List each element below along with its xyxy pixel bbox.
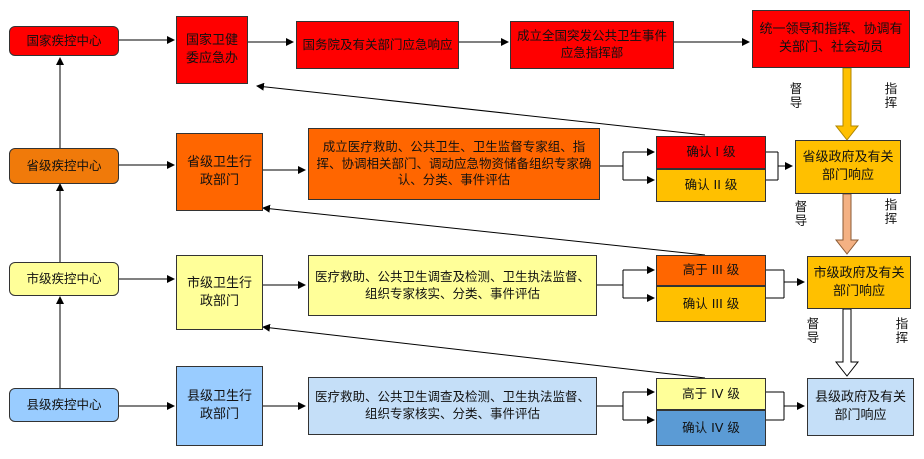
municipal-actions-box: 医疗救助、公共卫生调查及检测、卫生执法监督、组织专家核实、分类、事件评估 (308, 255, 597, 316)
county-health-dept-box: 县级卫生行政部门 (176, 366, 263, 446)
supervise-label-2: 督导 (794, 199, 808, 228)
municipal-health-dept-box: 市级卫生行政部门 (176, 255, 263, 330)
national-cdc-box: 国家疾控中心 (9, 26, 119, 56)
municipal-cdc-label: 市级疾控中心 (26, 270, 102, 286)
confirm-level-4-label: 确认 IV 级 (682, 419, 740, 435)
confirm-level-3-label: 确认 III 级 (682, 295, 740, 311)
municipal-cdc-box: 市级疾控中心 (9, 262, 119, 296)
above-level-4-label: 高于 IV 级 (682, 385, 740, 401)
national-health-commission-box: 国家卫健委应急办 (176, 16, 248, 84)
confirm-level-1-label: 确认 I 级 (686, 144, 736, 160)
direct-label-2: 指挥 (884, 197, 898, 226)
municipal-government-box: 市级政府及有关部门响应 (807, 256, 911, 309)
confirm-level-4-box: 确认 IV 级 (656, 410, 766, 446)
county-health-dept-label: 县级卫生行政部门 (186, 389, 252, 422)
supervise-label-1: 督导 (789, 81, 803, 110)
provincial-government-label: 省级政府及有关部门响应 (802, 150, 894, 183)
state-council-response-box: 国务院及有关部门应急响应 (296, 21, 459, 69)
provincial-actions-label: 成立医疗救助、公共卫生、卫生监督专家组、指挥、协调相关部门、调动应急物资储备组织… (316, 138, 592, 188)
national-command-box: 成立全国突发公共卫生事件应急指挥部 (510, 21, 674, 69)
direct-label-3: 指挥 (895, 316, 909, 345)
confirm-level-2-label: 确认 II 级 (684, 177, 738, 193)
municipal-actions-label: 医疗救助、公共卫生调查及检测、卫生执法监督、组织专家核实、分类、事件评估 (314, 268, 590, 301)
provincial-actions-box: 成立医疗救助、公共卫生、卫生监督专家组、指挥、协调相关部门、调动应急物资储备组织… (308, 128, 600, 200)
national-command-label: 成立全国突发公共卫生事件应急指挥部 (516, 28, 667, 60)
above-level-3-label: 高于 III 级 (682, 262, 740, 278)
direct-label-1: 指挥 (884, 81, 898, 110)
county-cdc-label: 县级疾控中心 (26, 396, 102, 412)
county-government-box: 县级政府及有关部门响应 (807, 378, 914, 436)
national-cdc-label: 国家疾控中心 (26, 32, 102, 48)
above-level-3-box: 高于 III 级 (656, 255, 766, 286)
confirm-level-2-box: 确认 II 级 (656, 169, 766, 202)
provincial-health-dept-label: 省级卫生行政部门 (186, 155, 252, 188)
unified-leadership-box: 统一领导和指挥、协调有关部门、社会动员 (752, 10, 910, 68)
county-actions-label: 医疗救助、公共卫生调查及检测、卫生执法监督、组织专家核实、分类、事件评估 (314, 389, 590, 421)
municipal-health-dept-label: 市级卫生行政部门 (186, 275, 252, 309)
unified-leadership-label: 统一领导和指挥、协调有关部门、社会动员 (759, 22, 903, 55)
confirm-level-3-box: 确认 III 级 (656, 286, 766, 322)
provincial-government-box: 省级政府及有关部门响应 (795, 140, 901, 194)
county-government-label: 县级政府及有关部门响应 (814, 390, 906, 423)
provincial-cdc-label: 省级疾控中心 (26, 157, 102, 173)
above-level-4-box: 高于 IV 级 (656, 378, 766, 410)
provincial-cdc-box: 省级疾控中心 (9, 148, 119, 184)
county-actions-box: 医疗救助、公共卫生调查及检测、卫生执法监督、组织专家核实、分类、事件评估 (308, 377, 597, 435)
national-health-commission-label: 国家卫健委应急办 (185, 33, 238, 66)
supervise-label-3: 督导 (806, 316, 820, 345)
provincial-health-dept-box: 省级卫生行政部门 (176, 133, 263, 211)
county-cdc-box: 县级疾控中心 (9, 388, 119, 422)
state-council-response-label: 国务院及有关部门应急响应 (302, 36, 453, 52)
municipal-government-label: 市级政府及有关部门响应 (813, 265, 905, 299)
confirm-level-1-box: 确认 I 级 (656, 136, 766, 169)
